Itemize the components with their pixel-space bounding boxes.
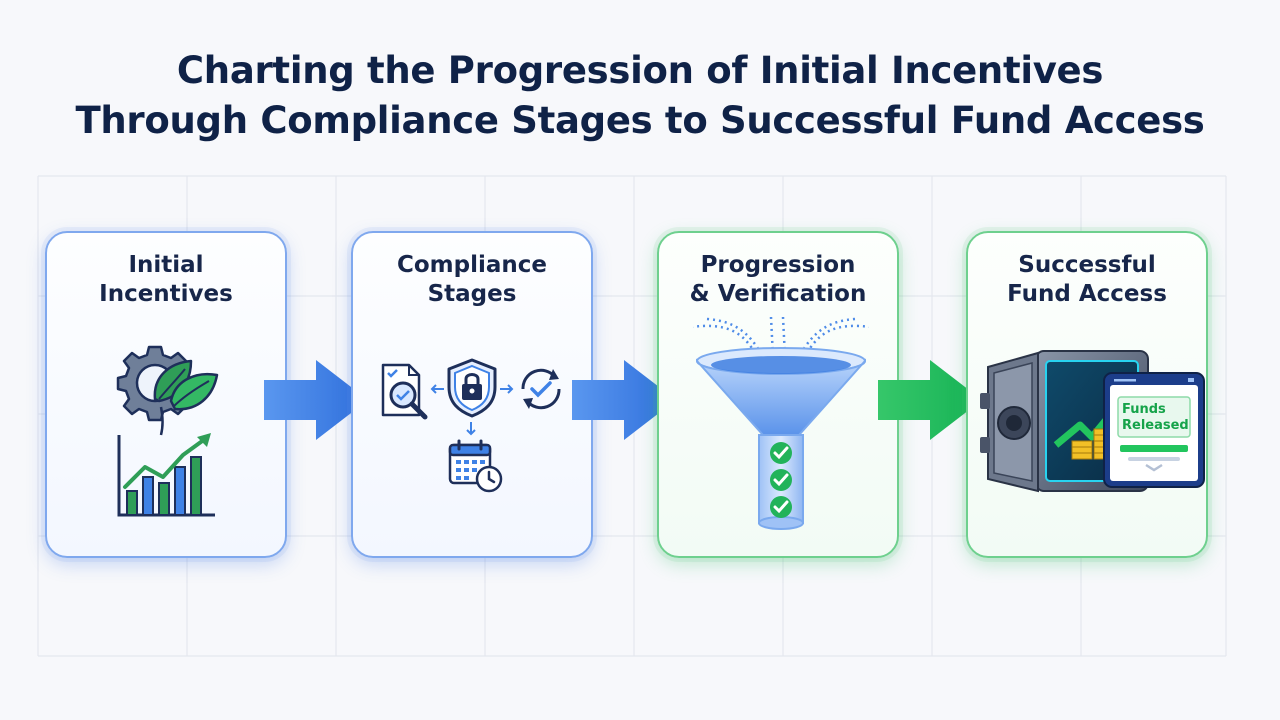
stage-title: Progression & Verification — [659, 251, 897, 309]
stage-card-initial-incentives: Initial Incentives — [45, 231, 287, 558]
tablet-released-text: Released — [1122, 418, 1189, 433]
title-line-2: Through Compliance Stages to Successful … — [75, 99, 1205, 142]
growth-chart-icon — [117, 433, 215, 517]
stage-card-progression-verification: Progression & Verification — [657, 231, 899, 558]
tablet-icon: Funds Released — [1103, 372, 1205, 488]
right-arrow-connector — [500, 384, 514, 394]
stage-card-compliance-stages: Compliance Stages — [351, 231, 593, 558]
down-arrow-connector — [466, 422, 476, 436]
flow-arrow-3 — [878, 360, 982, 440]
stage-title-line-1: Initial — [128, 252, 204, 278]
flow-arrow-2 — [572, 360, 676, 440]
left-arrow-connector — [430, 384, 444, 394]
check-icon — [770, 496, 792, 518]
stage-title-line-2: & Verification — [689, 281, 867, 307]
funnel-icon — [693, 317, 869, 530]
flow-arrow-1 — [264, 360, 368, 440]
stage-title: Initial Incentives — [47, 251, 285, 309]
check-icon — [770, 442, 792, 464]
stage-title-line-2: Stages — [427, 281, 517, 307]
stage-title: Compliance Stages — [353, 251, 591, 309]
stage-title-line-1: Successful — [1018, 252, 1156, 278]
gear-leaf-icon — [116, 345, 219, 436]
stage-title-line-2: Incentives — [99, 281, 233, 307]
stage-title-line-1: Compliance — [396, 252, 547, 278]
refresh-check-icon — [521, 368, 561, 410]
stage-title-line-2: Fund Access — [1007, 281, 1167, 307]
stage-title-line-1: Progression — [700, 252, 856, 278]
shield-lock-icon — [447, 358, 497, 418]
calendar-clock-icon — [448, 439, 503, 493]
title-line-1: Charting the Progression of Initial Ince… — [176, 49, 1104, 92]
tablet-funds-text: Funds — [1122, 402, 1166, 417]
stage-card-successful-fund-access: Successful Fund Access — [966, 231, 1208, 558]
page-title: Charting the Progression of Initial Ince… — [0, 46, 1280, 146]
document-search-icon — [381, 363, 428, 420]
stage-title: Successful Fund Access — [968, 251, 1206, 309]
check-icon — [770, 469, 792, 491]
